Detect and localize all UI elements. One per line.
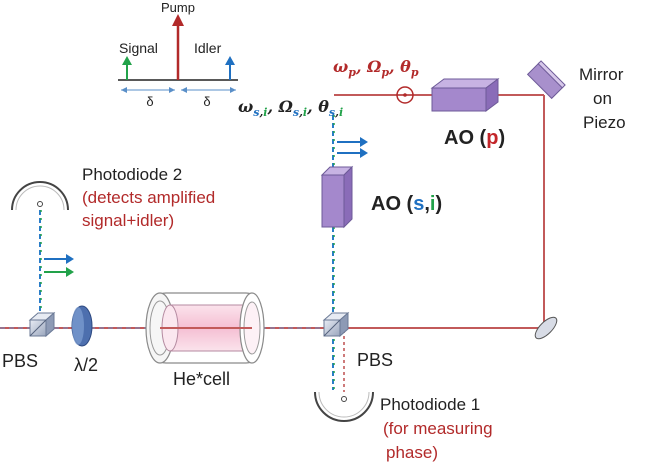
photodiode1-note-2: phase) bbox=[386, 443, 438, 462]
corner-mirror bbox=[534, 316, 558, 340]
si-params-label: ωs,i, Ωs,i, θs,i bbox=[238, 97, 343, 119]
pbs-right-label: PBS bbox=[357, 350, 393, 370]
pump-arrowhead bbox=[172, 14, 184, 26]
idler-arrowhead bbox=[225, 56, 235, 65]
photodiode2-note-2: signal+idler) bbox=[82, 211, 174, 230]
pbs-left bbox=[28, 311, 56, 338]
photodiode-1 bbox=[314, 391, 374, 422]
mirror-label-2: on bbox=[593, 89, 612, 108]
ao-p-label: AO (p) bbox=[444, 127, 505, 149]
signal-arrowhead bbox=[122, 56, 132, 65]
spectrum-inset: Pump Signal Idler δ δ bbox=[118, 0, 238, 109]
he-cell-label: He*cell bbox=[173, 369, 230, 389]
half-wave-plate bbox=[71, 305, 93, 347]
ao-si-label: AO (s,i) bbox=[371, 193, 442, 215]
photodiode2-label: Photodiode 2 bbox=[82, 165, 182, 184]
he-cell bbox=[145, 292, 265, 364]
photodiode1-note-1: (for measuring bbox=[383, 419, 493, 438]
pump-label: Pump bbox=[161, 0, 195, 15]
delta-right-label: δ bbox=[203, 94, 210, 109]
pump-params-label: ωp, Ωp, θp bbox=[333, 57, 419, 79]
photodiode-2 bbox=[11, 181, 69, 211]
direction-arrows bbox=[44, 137, 368, 277]
delta-left-label: δ bbox=[146, 94, 153, 109]
half-wave-plate-label: λ/2 bbox=[74, 355, 98, 375]
ao-si-modulator bbox=[320, 165, 354, 229]
photodiode1-label: Photodiode 1 bbox=[380, 395, 480, 414]
signal-label: Signal bbox=[119, 40, 158, 56]
ao-p-modulator bbox=[430, 78, 500, 112]
idler-label: Idler bbox=[194, 40, 222, 56]
mirror-label-1: Mirror bbox=[579, 65, 624, 84]
polarization-marker bbox=[396, 86, 414, 104]
pbs-left-label: PBS bbox=[2, 351, 38, 371]
piezo-mirror bbox=[526, 60, 566, 100]
mirror-label-3: Piezo bbox=[583, 113, 626, 132]
photodiode2-note-1: (detects amplified bbox=[82, 188, 215, 207]
pbs-right bbox=[322, 311, 350, 338]
